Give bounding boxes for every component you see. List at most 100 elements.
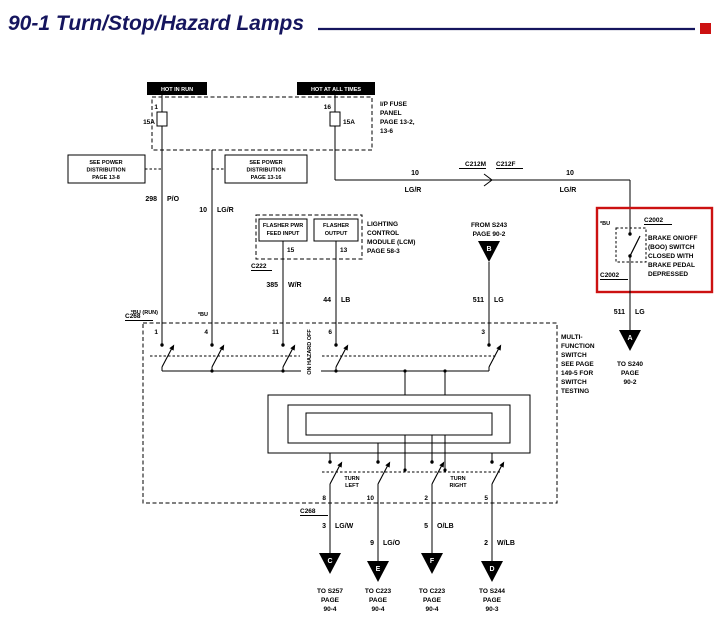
fuse-pin: 16 — [324, 104, 332, 111]
hazard-position-label: ON HAZARD OFF — [307, 329, 313, 375]
connector-label: C268 — [300, 508, 316, 515]
mfs-label: MULTI- FUNCTION SWITCH SEE PAGE 149-5 FO… — [561, 334, 595, 395]
svg-text:6: 6 — [328, 329, 332, 336]
fuse-icon — [329, 111, 341, 127]
hot-at-all-times-banner — [297, 82, 375, 95]
wiring — [329, 484, 493, 561]
power-distribution-right-label: SEE POWER DISTRIBUTION PAGE 13-16 — [246, 160, 285, 181]
svg-text:TO S257: TO S257 — [317, 588, 343, 595]
svg-text:90-3: 90-3 — [485, 606, 498, 613]
svg-text:FUNCTION: FUNCTION — [561, 343, 595, 350]
svg-text:SWITCH: SWITCH — [561, 379, 587, 386]
wire-number: 3 — [322, 523, 326, 530]
connector-label: C222 — [251, 263, 267, 270]
boo-highlight-box — [595, 206, 714, 294]
svg-text:DEPRESSED: DEPRESSED — [648, 271, 688, 278]
svg-text:DISTRIBUTION: DISTRIBUTION — [86, 168, 125, 174]
svg-text:I/P FUSE: I/P FUSE — [380, 101, 408, 108]
wire-color: LG — [494, 297, 504, 304]
turn-left-label: TURN — [344, 476, 359, 482]
triangle-letter: C — [327, 558, 332, 565]
svg-text:BRAKE ON/OFF: BRAKE ON/OFF — [648, 235, 698, 242]
flasher-power-feed-label: FEED INPUT — [267, 231, 300, 237]
wire-number: 9 — [370, 540, 374, 547]
inline-connector-icon — [483, 173, 493, 187]
switch-arm-icon — [377, 460, 391, 485]
svg-text:PAGE: PAGE — [483, 597, 502, 604]
hot-code-label: *BU (RUN) — [131, 310, 158, 316]
wire-color: P/O — [167, 196, 180, 203]
connector-label: C2002 — [644, 217, 664, 224]
wire-number: 44 — [323, 297, 331, 304]
svg-text:TO C223: TO C223 — [365, 588, 392, 595]
connector-triangle-d — [481, 561, 503, 582]
wire-number: 385 — [266, 282, 278, 289]
svg-text:90-4: 90-4 — [425, 606, 438, 613]
hot-code-label: *BU — [600, 221, 610, 227]
turn-left-label: LEFT — [345, 483, 359, 489]
svg-text:1: 1 — [154, 329, 158, 336]
connector-label: C212F — [496, 161, 516, 168]
lcm-label: LIGHTING CONTROL MODULE (LCM) PAGE 58-3 — [367, 221, 415, 255]
fuse-panel-label: I/P FUSE PANEL PAGE 13-2, 13-6 — [380, 101, 415, 135]
hot-at-all-times-label: HOT AT ALL TIMES — [311, 87, 361, 93]
svg-text:SEE PAGE: SEE PAGE — [561, 361, 594, 368]
svg-text:4: 4 — [204, 329, 208, 336]
flasher-power-feed-label: FLASHER PWR — [263, 223, 303, 229]
page-corner-marker — [700, 23, 711, 34]
svg-text:PANEL: PANEL — [380, 110, 402, 117]
fuse-rating: 15A — [143, 119, 155, 126]
svg-text:PAGE: PAGE — [369, 597, 388, 604]
hot-code-label: *BU — [198, 312, 208, 318]
svg-text:SEE POWER: SEE POWER — [249, 160, 282, 166]
wire-color: O/LB — [437, 523, 454, 530]
connector-label: C2002 — [600, 272, 620, 279]
wire-number: 2 — [484, 540, 488, 547]
to-s240-label: TO S240 PAGE 90-2 — [617, 361, 643, 386]
fuse-pin: 1 — [154, 104, 158, 111]
switch-arm-icon — [282, 343, 296, 368]
svg-text:5: 5 — [484, 495, 488, 502]
wire-number: 298 — [145, 196, 157, 203]
triangle-letter: F — [430, 558, 435, 565]
svg-text:PAGE 13-2,: PAGE 13-2, — [380, 119, 415, 126]
lcm-pin: 13 — [340, 247, 348, 254]
svg-text:BRAKE PEDAL: BRAKE PEDAL — [648, 262, 695, 269]
svg-text:10: 10 — [367, 495, 375, 502]
switch-arm-icon — [491, 460, 505, 485]
svg-text:PAGE: PAGE — [423, 597, 442, 604]
power-distribution-left-label: SEE POWER DISTRIBUTION PAGE 13-8 — [86, 160, 125, 181]
from-s243-label: FROM S243 — [471, 222, 508, 229]
mfs-box — [142, 322, 558, 504]
svg-text:MODULE (LCM): MODULE (LCM) — [367, 239, 415, 246]
boo-switch-label: BRAKE ON/OFF (BOO) SWITCH CLOSED WITH BR… — [648, 235, 698, 278]
svg-text:CONTROL: CONTROL — [367, 230, 399, 237]
svg-text:LIGHTING: LIGHTING — [367, 221, 398, 228]
boo-switch-arm — [629, 235, 641, 257]
connector-triangle-b — [478, 241, 500, 262]
wiring — [282, 241, 337, 345]
svg-text:PAGE: PAGE — [321, 597, 340, 604]
triangle-letter: D — [489, 566, 494, 573]
boo-switch-outline — [615, 227, 647, 263]
destination-label-e: TO C223 PAGE 90-4 — [365, 588, 392, 613]
svg-text:3: 3 — [481, 329, 485, 336]
power-distribution-box-right — [224, 154, 308, 184]
svg-text:DISTRIBUTION: DISTRIBUTION — [246, 168, 285, 174]
hot-in-run-banner — [147, 82, 207, 95]
destination-label-c: TO S257 PAGE 90-4 — [317, 588, 343, 613]
switch-arm-icon — [431, 460, 445, 485]
svg-text:8: 8 — [322, 495, 326, 502]
lcm-pin: 15 — [287, 247, 295, 254]
wire-number: 511 — [473, 297, 484, 304]
svg-text:PAGE 13-16: PAGE 13-16 — [251, 175, 282, 181]
connector-triangle-e — [367, 561, 389, 582]
svg-text:PAGE: PAGE — [621, 370, 640, 377]
svg-text:CLOSED WITH: CLOSED WITH — [648, 253, 694, 260]
svg-text:TESTING: TESTING — [561, 388, 589, 395]
wire-number: 5 — [424, 523, 428, 530]
flasher-output-label: FLASHER — [323, 223, 349, 229]
power-distribution-box-left — [67, 154, 146, 184]
wire-number: 10 — [411, 170, 419, 177]
